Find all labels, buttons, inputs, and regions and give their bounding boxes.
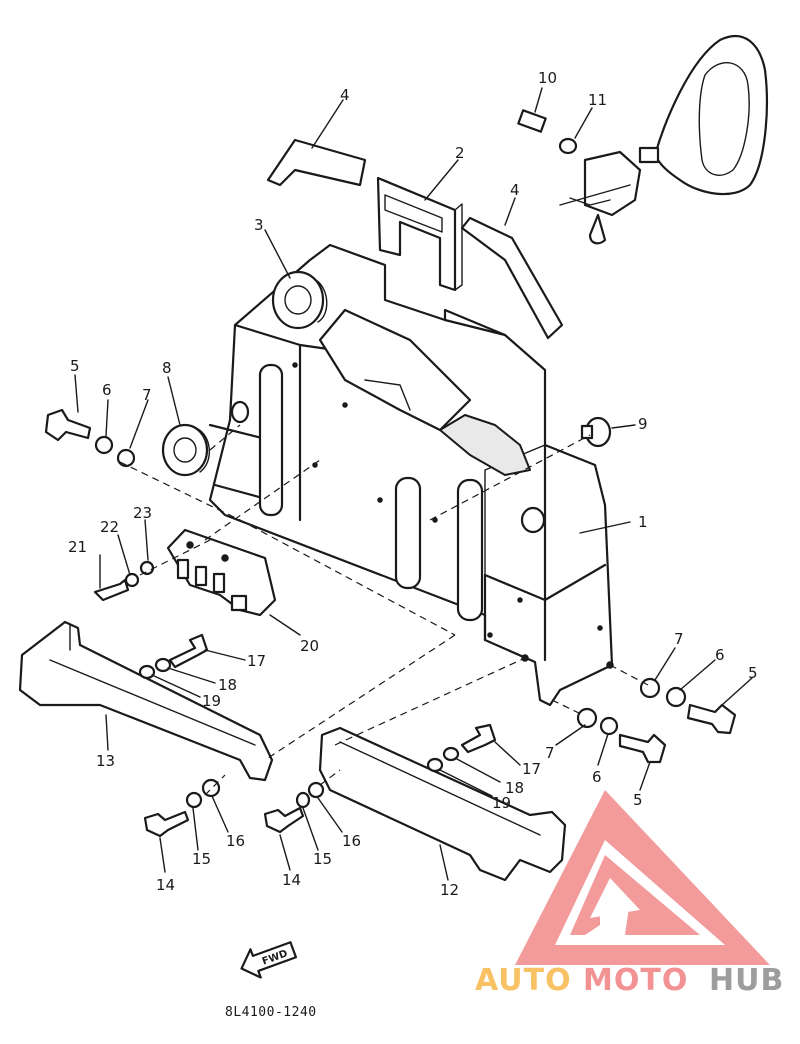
alignment-lines (119, 424, 649, 796)
bolt-set-right-lower (576, 707, 667, 764)
callout-3: 3 (254, 216, 264, 234)
callout-6-right-upper: 6 (715, 646, 725, 664)
callout-11: 11 (588, 91, 607, 109)
bolt-set-17-right (426, 723, 497, 773)
hanger-bracket-assembly (517, 34, 768, 245)
leader-lines (74, 87, 753, 881)
callout-18-left: 18 (218, 676, 237, 694)
callout-21: 21 (68, 538, 87, 556)
part-callouts: 1 2 3 4 4 5 5 5 6 6 6 7 7 7 8 9 10 11 12… (68, 69, 758, 899)
part-3-bushing (271, 270, 328, 330)
callout-5-right-lower: 5 (633, 791, 643, 809)
fwd-arrow: FWD (240, 941, 298, 979)
callout-23: 23 (133, 504, 152, 522)
callout-14-right: 14 (282, 871, 301, 889)
bolt-set-14-left (143, 778, 221, 838)
callout-7-right-upper: 7 (674, 630, 684, 648)
callout-6-right-lower: 6 (592, 768, 602, 786)
watermark-wordmark: AUTO MOTO HUB (475, 963, 784, 998)
part-8-bushing (161, 423, 210, 477)
callout-4-right: 4 (510, 181, 520, 199)
callout-6-left: 6 (102, 381, 112, 399)
callout-12: 12 (440, 881, 459, 899)
bolt-set-14-right (263, 781, 325, 834)
callout-14-left: 14 (156, 876, 175, 894)
drawing-code: 8L4100-1240 (225, 1005, 317, 1020)
part-1-swivel-bracket (208, 243, 614, 707)
callout-18-right: 18 (505, 779, 524, 797)
callout-8: 8 (162, 359, 172, 377)
bolt-set-right-upper (639, 677, 737, 735)
part-13-rail-left (18, 620, 274, 782)
watermark-part2: MOTO (583, 963, 688, 998)
callout-19-left: 19 (202, 692, 221, 710)
callout-17-left: 17 (247, 652, 266, 670)
callout-16-left: 16 (226, 832, 245, 850)
part-2-bracket (376, 176, 463, 292)
callout-17-right: 17 (522, 760, 541, 778)
part-4-pad-right (460, 216, 564, 340)
part-20-clip-plate (166, 528, 277, 617)
callout-9: 9 (638, 415, 648, 433)
callout-19-right: 19 (492, 794, 511, 812)
bolt-set-17-left (138, 633, 209, 680)
watermark-triangle-logo (515, 790, 770, 965)
watermark-part3: HUB (709, 963, 784, 998)
watermark-part1: AUTO (475, 963, 572, 998)
callout-15-left: 15 (192, 850, 211, 868)
callout-15-right: 15 (313, 850, 332, 868)
callout-7-right-lower: 7 (545, 744, 555, 762)
callout-1: 1 (638, 513, 648, 531)
part-4-pad-left (266, 138, 367, 187)
part-9-cap (580, 416, 612, 448)
callout-5-right-upper: 5 (748, 664, 758, 682)
callout-2: 2 (455, 144, 465, 162)
bolt-set-left (44, 408, 136, 468)
part-12-rail-right (318, 726, 567, 882)
callout-5-left: 5 (70, 357, 80, 375)
screw-21-set (93, 560, 155, 602)
callout-10: 10 (538, 69, 557, 87)
callout-22: 22 (100, 518, 119, 536)
callout-16-right: 16 (342, 832, 361, 850)
callout-13: 13 (96, 752, 115, 770)
callout-4-left: 4 (340, 86, 350, 104)
callout-7-left: 7 (142, 386, 152, 404)
callout-20: 20 (300, 637, 319, 655)
